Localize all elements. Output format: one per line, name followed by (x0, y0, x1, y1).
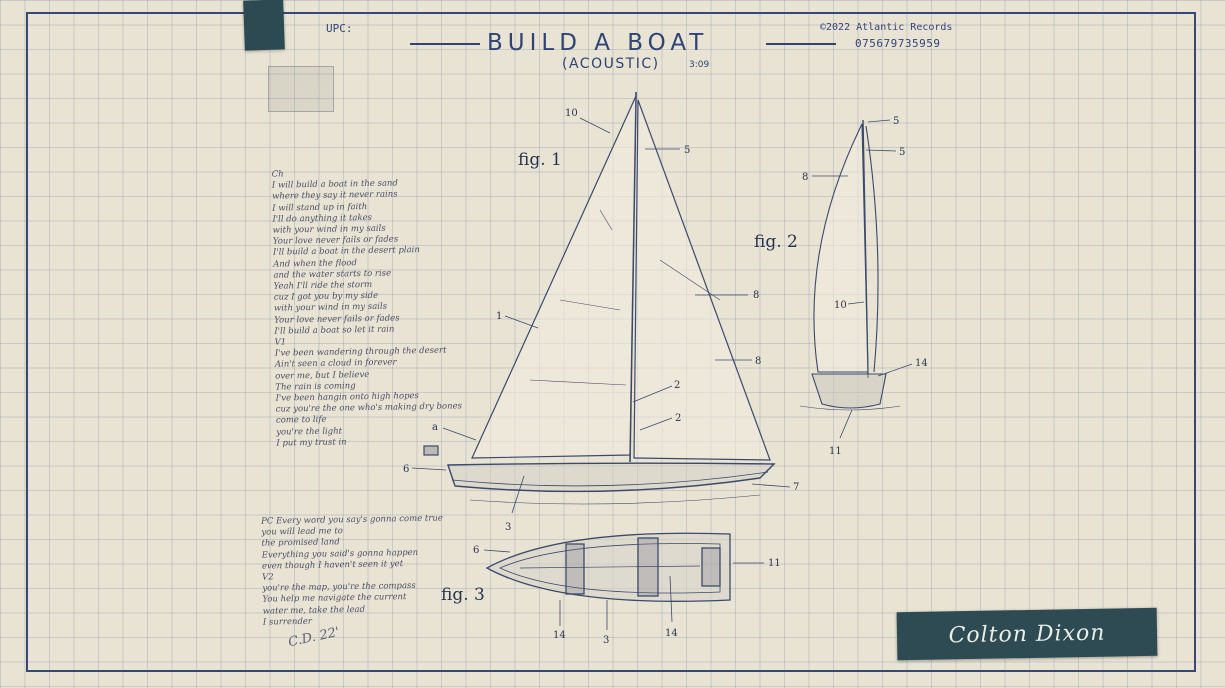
fig1-hull-stripe (451, 471, 769, 487)
copyright-text: ©2022 Atlantic Records (820, 22, 953, 33)
fig1-label: fig. 1 (518, 150, 562, 170)
upc-label: UPC: (326, 22, 353, 35)
fig1-label-2a: 2 (674, 380, 680, 391)
fig2-sail (813, 123, 869, 373)
title-rule-right (766, 43, 836, 45)
fig2-hull (811, 373, 887, 409)
fig1-label-7: 7 (793, 482, 799, 493)
fig2-label-10: 10 (834, 300, 847, 311)
fig2-leader-lines (812, 119, 913, 439)
fig2-label-11: 11 (829, 446, 842, 457)
fig3-label-14a: 14 (553, 630, 566, 641)
song-title: BUILD A BOAT (487, 30, 709, 56)
fig1-label-6: 6 (403, 464, 409, 475)
fig3-stern-seat (701, 547, 721, 587)
song-subtitle: (ACOUSTIC) (562, 56, 660, 72)
fig1-water (469, 494, 761, 505)
upc-number: 075679735959 (855, 37, 941, 50)
title-rule-left (410, 43, 480, 45)
fig2-sailboat (799, 119, 901, 411)
fig1-flag (423, 445, 439, 456)
fig2-number-labels: 5 5 8 10 14 11 (802, 116, 928, 457)
fig2-jib (865, 125, 879, 373)
fig2-label-8: 8 (802, 172, 808, 183)
fig1-label-3: 3 (505, 522, 511, 533)
fig3-number-labels: 6 11 14 3 14 (473, 545, 781, 646)
fig1-label-8a: 8 (753, 290, 759, 301)
fig1-jib-sail (471, 95, 637, 459)
fig2-label-5b: 5 (899, 147, 905, 158)
fig1-hull (447, 462, 776, 493)
fig1-label-2b: 2 (675, 413, 681, 424)
fig3-seat-1 (565, 543, 585, 595)
fig2-label-14: 14 (915, 358, 928, 369)
fig1-number-labels: 10 5 8 1 8 2 2 a 6 7 3 (403, 108, 799, 533)
fig3-label-11: 11 (768, 558, 781, 569)
blueprint-border (26, 12, 1196, 672)
fig1-main-sail (633, 99, 771, 461)
fig1-label-10: 10 (565, 108, 578, 119)
fig3-label: fig. 3 (441, 585, 485, 605)
fig1-label-a: a (432, 422, 438, 433)
fig1-sailboat (423, 91, 776, 505)
fig3-label-3: 3 (603, 635, 609, 646)
fig3-leader-lines (483, 549, 764, 630)
song-duration: 3:09 (689, 60, 710, 70)
fig1-label-1: 1 (496, 311, 502, 322)
photo-thumbnail (268, 66, 334, 112)
fig1-sail-seams (529, 209, 721, 386)
fig3-label-14b: 14 (665, 628, 678, 639)
fig1-label-8b: 8 (755, 356, 761, 367)
fig1-label-5: 5 (684, 145, 690, 156)
fig2-water (799, 405, 901, 411)
fig3-label-6: 6 (473, 545, 479, 556)
fig3-keel-line (519, 565, 701, 569)
fig3-rowboat (485, 532, 731, 602)
fig1-leader-lines (411, 117, 791, 514)
fig2-label: fig. 2 (754, 232, 798, 252)
fig2-label-5a: 5 (893, 116, 899, 127)
